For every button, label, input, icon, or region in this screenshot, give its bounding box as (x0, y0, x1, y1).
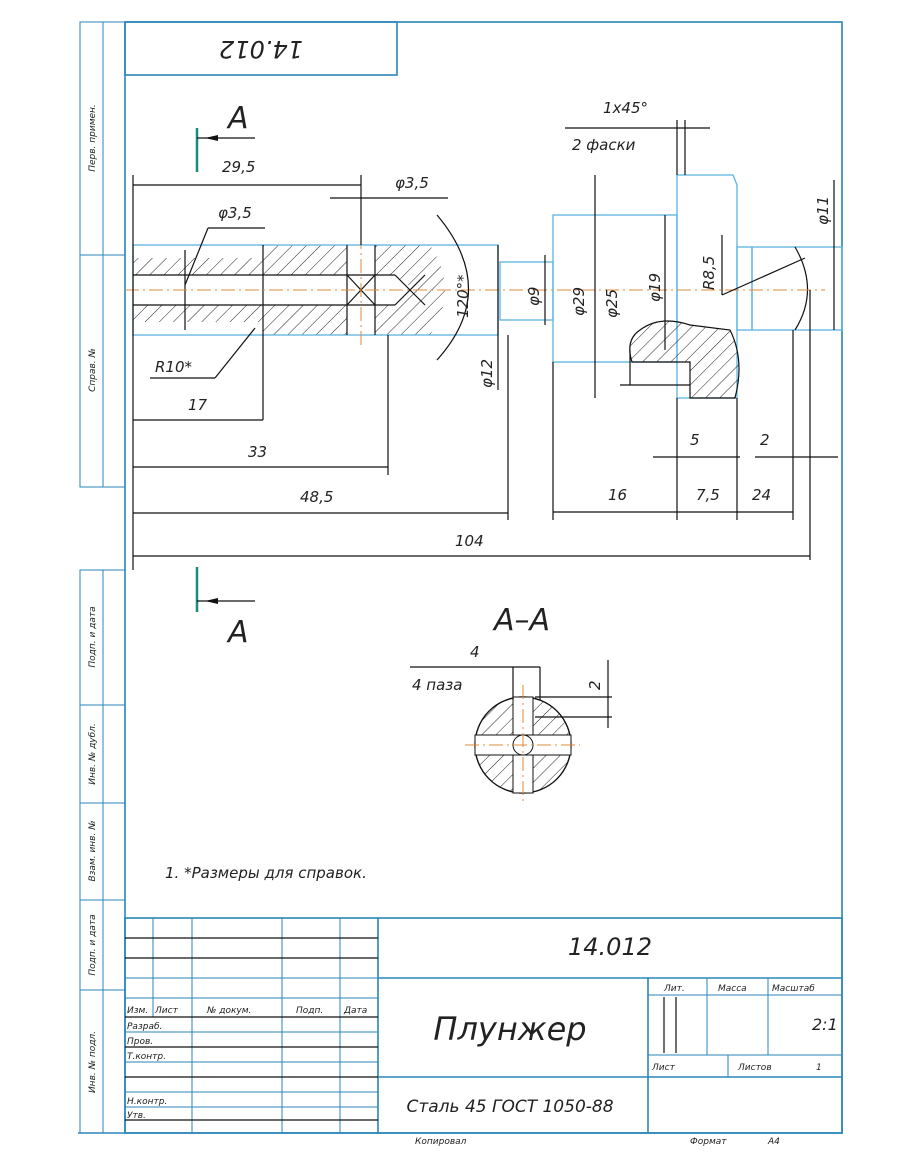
lit-label: Лит. (663, 984, 685, 994)
slot-note: 4 паза (412, 676, 462, 694)
copied-label: Копировал (415, 1137, 467, 1147)
dim-chamfer: 1x45° (603, 99, 648, 117)
dim-chamfer-note: 2 фаски (572, 136, 636, 154)
dim-2: 2 (760, 431, 770, 449)
sheet-frame (78, 21, 843, 1134)
role-ncontrol: Н.контр. (127, 1097, 167, 1107)
strip-label: Инв. № дубл. (88, 723, 98, 785)
dim-r8-5: R8,5 (700, 256, 718, 290)
dim-16: 16 (608, 486, 627, 504)
dim-phi11: φ11 (814, 196, 832, 225)
format-label: Формат (690, 1137, 727, 1147)
section-label-bottom: A (226, 615, 249, 650)
role-approve: Утв. (127, 1111, 146, 1121)
dim-24: 24 (752, 486, 771, 504)
dim-phi9: φ9 (525, 287, 543, 306)
strip-label: Справ. № (88, 348, 98, 392)
dim-angle: 120°* (454, 274, 472, 318)
slot-width: 4 (470, 643, 480, 661)
hdr-list: Лист (154, 1006, 179, 1016)
mass-label: Масса (718, 984, 747, 994)
dim-phi3-5-hole: φ3,5 (395, 174, 429, 192)
rotated-drawing-number: 14.012 (219, 35, 303, 63)
dim-33: 33 (248, 443, 267, 461)
dim-phi19: φ19 (646, 273, 664, 302)
scale-label: Масштаб (772, 984, 815, 994)
dim-r10: R10* (155, 358, 193, 376)
dim-17: 17 (188, 396, 208, 414)
hdr-date: Дата (343, 1006, 367, 1016)
sheets-count: 1 (816, 1063, 822, 1073)
plunger-left-part (132, 244, 499, 420)
sheets-label: Листов (737, 1063, 772, 1073)
hdr-sign: Подп. (296, 1006, 323, 1016)
scale-value: 2:1 (812, 1015, 838, 1034)
title-block (124, 917, 843, 1134)
role-check: Пров. (127, 1037, 153, 1047)
side-strip (79, 21, 126, 1134)
strip-label: Взам. инв. № (88, 820, 98, 881)
dimension-lines (132, 120, 838, 570)
role-dev: Разраб. (127, 1022, 162, 1032)
strip-label: Перв. примен. (88, 104, 98, 172)
sheet-label: Лист (651, 1063, 676, 1073)
role-tcontrol: Т.контр. (127, 1052, 166, 1062)
section-mark-bottom (195, 567, 255, 612)
hdr-izm: Изм. (127, 1006, 148, 1016)
dim-104: 104 (455, 532, 484, 550)
hdr-doc: № докум. (206, 1006, 251, 1016)
designation: 14.012 (568, 933, 652, 961)
part-name: Плунжер (433, 1010, 586, 1048)
dim-48-5: 48,5 (300, 488, 333, 506)
plunger-right-part (499, 174, 843, 399)
dim-phi29: φ29 (570, 287, 588, 316)
strip-label: Подп. и дата (88, 914, 98, 975)
dim-phi3-5-bore: φ3,5 (218, 204, 252, 222)
strip-label: Инв. № подл. (88, 1031, 98, 1093)
section-view-title: A–A (492, 603, 550, 638)
slot-depth: 2 (586, 680, 604, 690)
dim-phi12: φ12 (478, 359, 496, 388)
dim-7-5: 7,5 (696, 486, 720, 504)
strip-label: Подп. и дата (88, 606, 98, 667)
dim-phi25: φ25 (603, 289, 621, 318)
section-mark-top (195, 128, 255, 172)
section-label-top: A (226, 101, 249, 136)
material: Сталь 45 ГОСТ 1050-88 (406, 1097, 613, 1117)
format-value: A4 (767, 1137, 780, 1147)
dim-5: 5 (690, 431, 700, 449)
dim-29-5: 29,5 (222, 158, 255, 176)
note: 1. *Размеры для справок. (165, 864, 367, 882)
section-view (410, 660, 612, 805)
